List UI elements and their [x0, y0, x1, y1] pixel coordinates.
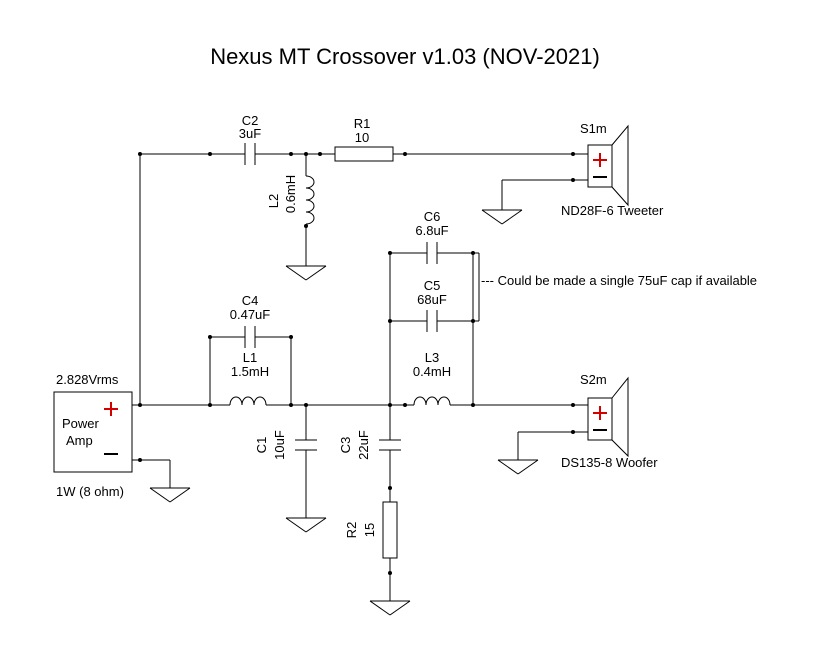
l1-ref: L1 [243, 350, 257, 365]
s2-ref: S2m [580, 372, 607, 387]
inductor-l1 [229, 396, 267, 406]
r1-ref: R1 [354, 116, 371, 131]
note-text: --- Could be made a single 75uF cap if a… [481, 273, 757, 288]
c5-ref: C5 [424, 278, 441, 293]
ground-symbol [285, 265, 327, 281]
capacitor-c2 [244, 143, 256, 165]
c1-value: 10uF [272, 430, 287, 460]
ground-symbol [369, 600, 411, 616]
c2-value: 3uF [239, 126, 261, 141]
ground-symbol [481, 209, 523, 225]
resistor-r2 [382, 501, 398, 559]
r2-ref: R2 [344, 522, 359, 539]
c5-value: 68uF [417, 292, 447, 307]
c6-ref: C6 [424, 209, 441, 224]
l1-value: 1.5mH [231, 364, 269, 379]
l3-value: 0.4mH [413, 364, 451, 379]
c4-ref: C4 [242, 293, 259, 308]
c1-ref: C1 [254, 437, 269, 454]
woofer-speaker [587, 376, 629, 458]
capacitor-c1 [295, 439, 317, 451]
power-amp-box [53, 391, 133, 473]
amp-power-label: 1W (8 ohm) [56, 484, 124, 499]
l2-value: 0.6mH [283, 175, 298, 213]
power-amp-label-2: Amp [66, 433, 93, 448]
resistor-r1 [334, 146, 394, 162]
tweeter-speaker [587, 124, 629, 207]
power-amp-label-1: Power [62, 416, 100, 431]
r2-value: 15 [362, 523, 377, 537]
s2-label: DS135-8 Woofer [561, 455, 658, 470]
capacitor-c3 [379, 439, 401, 451]
c4-value: 0.47uF [230, 307, 271, 322]
amp-voltage-label: 2.828Vrms [56, 372, 119, 387]
ground-symbol [285, 517, 327, 533]
capacitor-c4 [244, 326, 256, 348]
capacitor-c5 [426, 310, 438, 332]
s1-label: ND28F-6 Tweeter [561, 203, 664, 218]
c6-value: 6.8uF [415, 223, 448, 238]
inductor-l2 [305, 175, 315, 225]
capacitor-c6 [426, 242, 438, 264]
l2-ref: L2 [266, 194, 281, 208]
l3-ref: L3 [425, 350, 439, 365]
s1-ref: S1m [580, 121, 607, 136]
diagram-title: Nexus MT Crossover v1.03 (NOV-2021) [210, 44, 600, 69]
inductor-l3 [413, 396, 451, 406]
c2-ref: C2 [242, 113, 259, 128]
c3-value: 22uF [356, 430, 371, 460]
r1-value: 10 [355, 130, 369, 145]
ground-symbol [149, 487, 191, 503]
ground-symbol [497, 459, 539, 475]
c3-ref: C3 [338, 437, 353, 454]
power-amp: Power Amp 2.828Vrms 1W (8 ohm) [53, 372, 133, 499]
